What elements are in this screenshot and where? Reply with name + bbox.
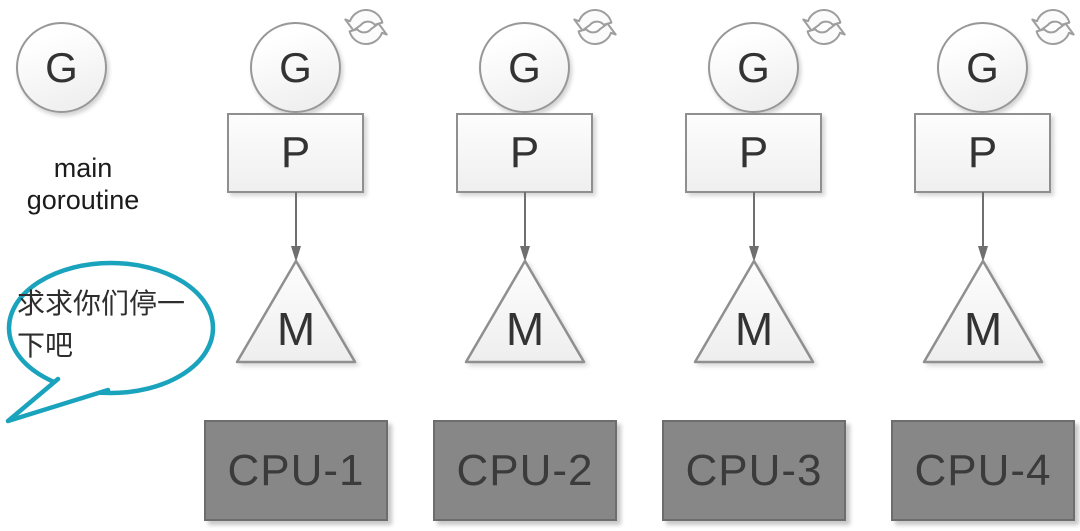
cpu-label: CPU-2 xyxy=(456,445,594,495)
processor-box: P xyxy=(685,113,822,193)
machine-triangle: M xyxy=(922,259,1044,364)
goroutine-letter: G xyxy=(966,43,999,91)
scheduler-column-4: G P M CPU-4 xyxy=(868,0,1080,531)
caption-line-2: goroutine xyxy=(26,185,140,215)
machine-letter: M xyxy=(277,303,315,355)
scheduler-column-2: G P M CPU-2 xyxy=(410,0,640,531)
caption-line-1: main xyxy=(53,153,113,183)
processor-letter: P xyxy=(738,128,769,177)
machine-triangle: M xyxy=(235,259,357,364)
goroutine-letter: G xyxy=(737,43,770,91)
speech-bubble-tail xyxy=(5,376,111,424)
processor-letter: P xyxy=(967,128,998,177)
scheduler-column-3: G P M CPU-3 xyxy=(639,0,869,531)
processor-letter: P xyxy=(509,128,540,177)
bubble-line-1: 求求你们停一 xyxy=(17,288,186,319)
goroutine-letter: G xyxy=(508,43,541,91)
main-goroutine-caption: main goroutine xyxy=(13,152,153,216)
machine-triangle: M xyxy=(464,259,586,364)
goroutine-circle: G xyxy=(937,22,1028,113)
machine-letter: M xyxy=(735,303,773,355)
cpu-box: CPU-4 xyxy=(891,420,1075,521)
cpu-label: CPU-3 xyxy=(685,445,823,495)
bubble-line-2: 下吧 xyxy=(17,330,74,361)
cpu-box: CPU-2 xyxy=(433,420,617,521)
processor-box: P xyxy=(914,113,1051,193)
goroutine-circle: G xyxy=(479,22,570,113)
main-goroutine-circle: G xyxy=(16,22,107,113)
sync-icon xyxy=(802,9,846,45)
speech-bubble-text: 求求你们停一 下吧 xyxy=(17,283,213,367)
cpu-box: CPU-1 xyxy=(204,420,388,521)
sync-icon xyxy=(573,9,617,45)
main-goroutine-letter: G xyxy=(45,43,78,91)
goroutine-letter: G xyxy=(279,43,312,91)
cpu-box: CPU-3 xyxy=(662,420,846,521)
sync-icon xyxy=(344,9,388,45)
down-arrow xyxy=(978,192,988,262)
sync-icon xyxy=(1031,9,1075,45)
machine-letter: M xyxy=(506,303,544,355)
speech-bubble xyxy=(5,260,216,424)
down-arrow xyxy=(291,192,301,262)
goroutine-circle: G xyxy=(250,22,341,113)
machine-triangle: M xyxy=(693,259,815,364)
down-arrow xyxy=(749,192,759,262)
processor-box: P xyxy=(227,113,364,193)
scheduler-column-1: G P M CPU-1 xyxy=(181,0,411,531)
processor-letter: P xyxy=(280,128,311,177)
goroutine-circle: G xyxy=(708,22,799,113)
cpu-label: CPU-1 xyxy=(227,445,365,495)
speech-bubble-ellipse xyxy=(6,260,216,396)
cpu-label: CPU-4 xyxy=(914,445,1052,495)
down-arrow xyxy=(520,192,530,262)
machine-letter: M xyxy=(964,303,1002,355)
processor-box: P xyxy=(456,113,593,193)
